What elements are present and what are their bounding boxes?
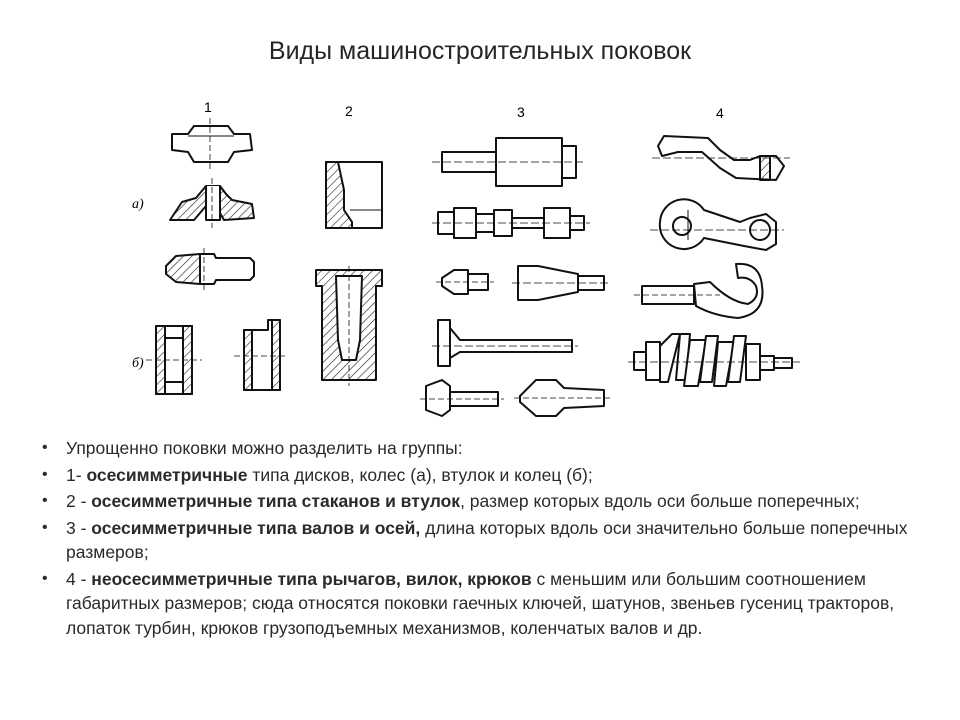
hook-forging: [634, 262, 764, 319]
crankshaft-forging: [628, 333, 800, 387]
bullet-text: 1-: [66, 464, 87, 485]
bullet-text: , размер которых вдоль оси больше попере…: [460, 491, 860, 511]
bullet-text: Упрощенно поковки можно разделить на гру…: [66, 438, 463, 458]
axle-forging-2: [512, 265, 610, 301]
group-label-3: 3: [517, 104, 525, 120]
group-label-2: 2: [345, 103, 353, 119]
cup-forging: [325, 161, 383, 229]
ring-forging-1: [146, 325, 202, 395]
sublabel-b: б): [132, 356, 144, 371]
bullet-list: Упрощенно поковки можно разделить на гру…: [38, 436, 918, 642]
bullet-text: с меньшим или большим соотношением габар…: [66, 568, 895, 638]
bolt-forging: [420, 379, 504, 417]
axle-forging-3: [514, 379, 610, 417]
bullet-text: 4 -: [66, 568, 92, 589]
bullet-item: 2 - осесимметричные типа стаканов и втул…: [38, 489, 918, 514]
fork-forging: [650, 198, 784, 251]
sublabel-a: а): [132, 197, 144, 212]
slide-title: Виды машиностроительных поковок: [268, 37, 692, 65]
bullet-item: Упрощенно поковки можно разделить на гру…: [38, 436, 918, 461]
bullet-item: 4 - неосесимметричные типа рычагов, вило…: [38, 567, 918, 641]
group-label-4: 4: [716, 105, 724, 121]
ring-forging-2: [234, 319, 288, 391]
bullet-item: 3 - осесимметричные типа валов и осей, д…: [38, 516, 918, 565]
sleeve-forging: [315, 266, 383, 386]
wheel-forging-hub: [165, 248, 255, 290]
bullet-item: 1- осесимметричные типа дисков, колес (а…: [38, 463, 918, 488]
bullet-bold-text: неосесимметричные типа рычагов, вилок, к…: [91, 568, 532, 589]
bullet-text: длина которых вдоль оси значительно боль…: [66, 517, 908, 563]
valve-forging: [432, 319, 578, 367]
disc-forging-1: [171, 118, 253, 170]
lever-forging: [652, 135, 790, 181]
shaft-forging-1: [432, 137, 586, 187]
bullet-bold-text: осесимметричные типа валов и осей,: [91, 517, 421, 538]
bullet-text: 2 -: [66, 491, 92, 511]
shaft-forging-2: [432, 207, 590, 239]
forgings-figure: 1 2 3 4 а) б): [132, 99, 800, 417]
axle-forging-1: [436, 269, 494, 295]
bullet-text: 3 -: [66, 517, 92, 538]
bullet-bold-text: осесимметричные: [86, 464, 248, 485]
group-label-1: 1: [204, 99, 212, 115]
bullet-bold-text: осесимметричные типа стаканов и втулок: [91, 491, 461, 511]
wheel-forging-section: [169, 178, 255, 228]
bullet-text: типа дисков, колес (а), втулок и колец (…: [247, 464, 593, 485]
